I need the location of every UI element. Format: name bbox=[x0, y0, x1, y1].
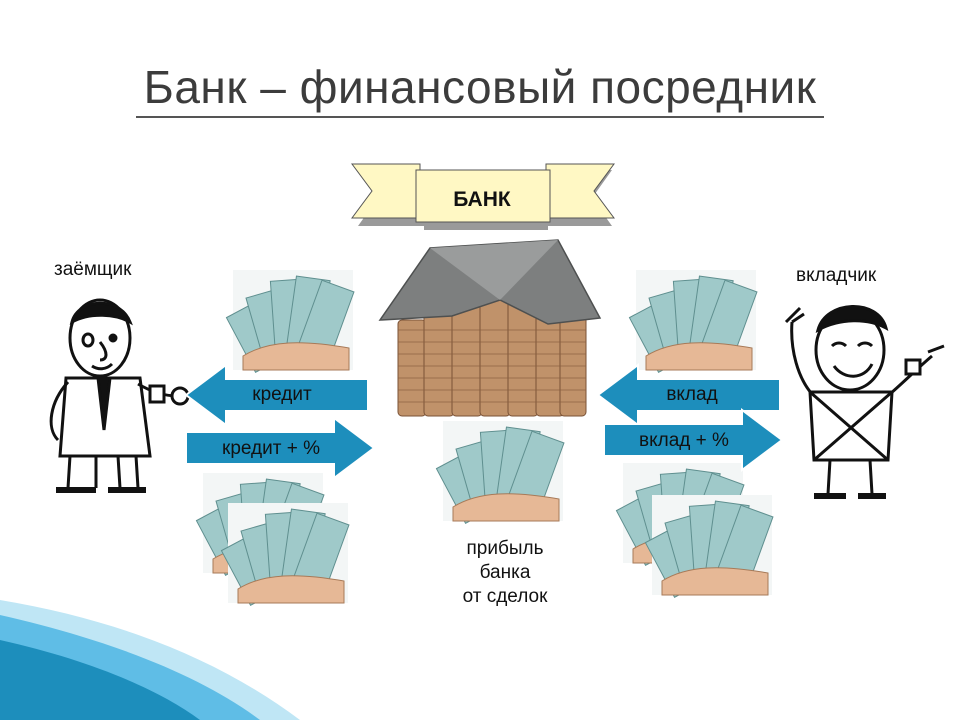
arrow-credit bbox=[184, 363, 369, 427]
bank-banner bbox=[351, 163, 615, 230]
title-underline bbox=[136, 116, 824, 118]
bank-label: БАНК bbox=[453, 188, 511, 211]
bank-profit-caption: прибыль банка от сделок bbox=[430, 537, 580, 609]
slide-title: Банк – финансовый посредник bbox=[143, 61, 817, 113]
arrow-deposit bbox=[596, 363, 781, 427]
arrow-deposit-label: вклад bbox=[666, 384, 718, 405]
arrow-deposit-plus-label: вклад + % bbox=[639, 430, 729, 451]
arrow-credit-plus bbox=[185, 416, 376, 480]
borrower-label: заёмщик bbox=[54, 259, 132, 280]
profit-line: прибыль bbox=[466, 538, 544, 559]
arrow-deposit-plus bbox=[603, 408, 784, 472]
depositor-label: вкладчик bbox=[796, 265, 877, 286]
arrow-credit-label: кредит bbox=[252, 384, 312, 405]
arrow-credit-plus-label: кредит + % bbox=[222, 438, 320, 459]
profit-line: от сделок bbox=[462, 586, 548, 607]
profit-line: банка bbox=[479, 562, 531, 583]
